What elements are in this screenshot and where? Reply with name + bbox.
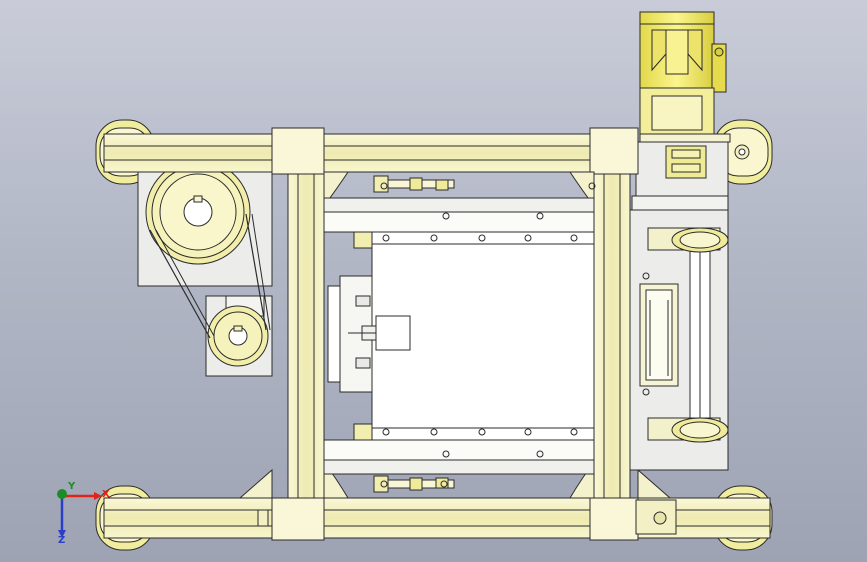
small-pulley (207, 305, 269, 367)
z-axis-label: Z (58, 535, 66, 546)
sprocket-top (671, 227, 729, 253)
x-axis-label: X (102, 489, 110, 500)
large-pulley (145, 159, 251, 265)
frame-bolts (380, 182, 596, 488)
bearing-block (635, 499, 677, 535)
main-frame (103, 127, 771, 541)
y-axis-label: Y (68, 481, 76, 492)
sprocket-bottom (671, 417, 729, 443)
conveyor-body (323, 197, 595, 475)
y-axis-dot (57, 489, 67, 499)
coordinate-triad: X Z Y (48, 481, 110, 546)
tensioner-bottom (373, 475, 455, 493)
drive-belt (149, 213, 271, 339)
tensioner-top (373, 175, 455, 193)
drive-motor (639, 11, 731, 143)
axis-arrows (57, 489, 102, 538)
shaft-coupling (631, 141, 729, 211)
